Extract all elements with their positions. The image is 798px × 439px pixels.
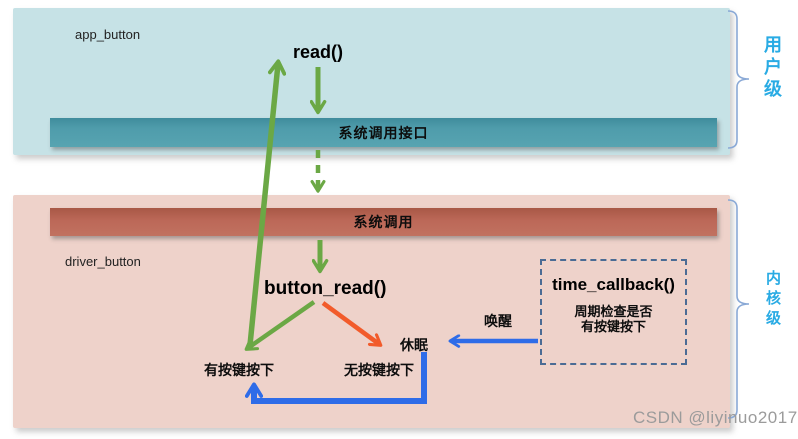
syscall-bar: 系统调用	[50, 208, 717, 236]
sleep-state-label: 休眠	[400, 337, 428, 353]
timer-body-line1: 周期检查是否	[574, 304, 653, 319]
read-call-label: read()	[293, 42, 344, 62]
syscall-interface-bar-label: 系统调用接口	[338, 124, 429, 141]
wake-arrow-label: 唤醒	[484, 313, 512, 329]
time-callback-box: time_callback() 周期检查是否 有按键按下	[540, 259, 687, 365]
csdn-watermark: CSDN @liyinuo2017	[633, 408, 798, 427]
app-button-label: app_button	[75, 27, 141, 42]
button-read-label: button_read()	[264, 278, 387, 299]
syscall-bar-label: 系统调用	[353, 214, 414, 230]
kernel-level-box: driver_button 系统调用 time_callback() 周期检查是…	[13, 195, 730, 428]
timer-body-line2: 有按键按下	[580, 319, 646, 334]
kernel-level-brace	[727, 199, 750, 419]
kernel-level-text: 内核级	[764, 270, 781, 330]
user-level-box: app_button 系统调用接口	[13, 8, 730, 155]
key-pressed-label: 有按键按下	[204, 362, 274, 378]
syscall-interface-bar: 系统调用接口	[50, 118, 717, 147]
user-level-text: 用户级	[762, 35, 782, 101]
time-callback-title: time_callback()	[552, 275, 675, 294]
driver-button-label: driver_button	[65, 254, 141, 269]
no-key-pressed-label: 无按键按下	[344, 362, 414, 378]
user-level-brace	[727, 10, 750, 149]
